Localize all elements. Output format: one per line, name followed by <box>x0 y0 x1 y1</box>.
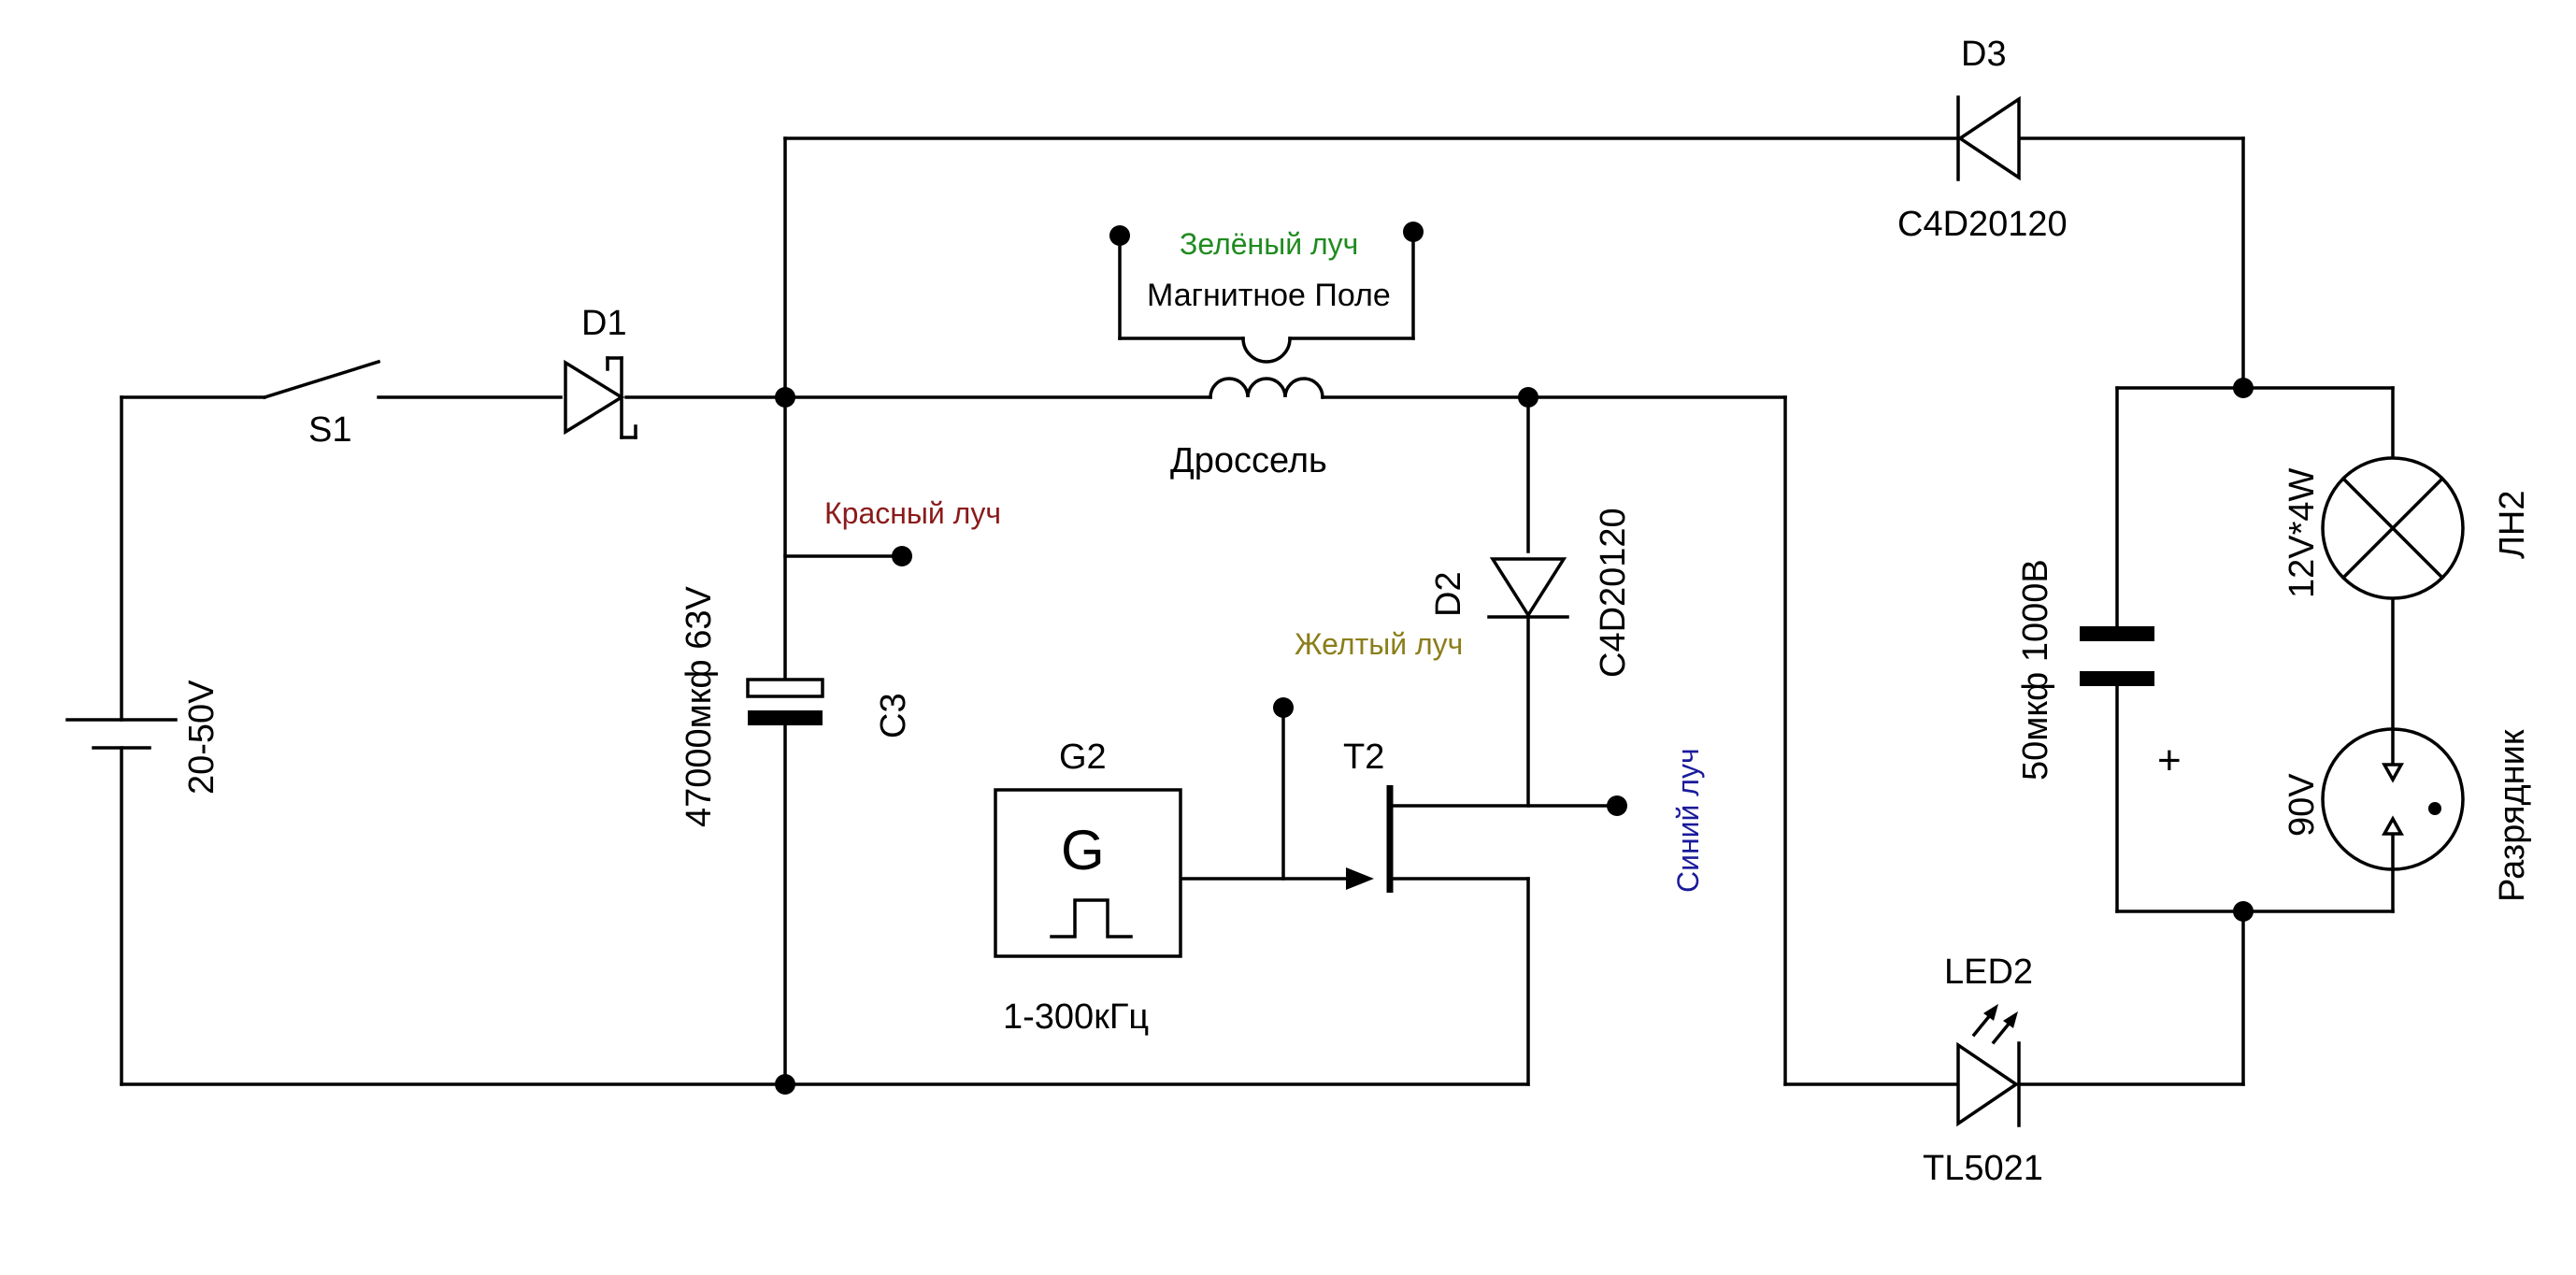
lamp-ln2: 12V*4W ЛН2 <box>2283 456 2532 600</box>
inductor-choke: Дроссель Зелёный луч Магнитное Поле <box>1147 227 1391 480</box>
red-beam-label: Красный луч <box>824 496 1001 530</box>
green-beam-terminal-left <box>1109 225 1130 246</box>
capacitor-c3-value: 47000мкф 63V <box>680 585 719 827</box>
diode-d3-label: D3 <box>1961 35 2007 74</box>
diode-d2: D2 C4D20120 <box>1429 508 1633 678</box>
spark-gap: 90V Разрядник <box>2283 727 2532 902</box>
yellow-beam-label: Желтый луч <box>1295 627 1463 661</box>
generator-g2: G G2 1-300кГц <box>994 738 1182 1037</box>
diode-d1: D1 <box>564 304 637 439</box>
magnetic-field-label: Магнитное Поле <box>1147 278 1391 313</box>
diode-d2-label: D2 <box>1429 571 1468 617</box>
beam-terminals <box>892 222 1627 816</box>
yellow-beam-terminal <box>1273 697 1294 718</box>
blue-beam-label: Синий луч <box>1671 748 1705 893</box>
spark-gap-value: 90V <box>2283 773 2322 837</box>
capacitor-c3-label: C3 <box>874 693 913 738</box>
transistor-t2-label: T2 <box>1343 738 1384 777</box>
switch-s1-label: S1 <box>308 410 351 450</box>
switch-s1: S1 <box>262 359 381 450</box>
green-beam-label: Зелёный луч <box>1180 227 1358 261</box>
choke-label: Дроссель <box>1170 441 1327 480</box>
generator-g2-label: G2 <box>1059 738 1107 777</box>
led2-part: TL5021 <box>1923 1149 2043 1188</box>
red-beam-terminal <box>892 546 912 566</box>
blue-beam-terminal <box>1607 795 1627 816</box>
wires <box>120 136 2395 1086</box>
capacitor-50uf: 50мкф 1000В + <box>2016 559 2182 783</box>
capacitor-polarity-plus: + <box>2157 738 2182 783</box>
diode-d2-part: C4D20120 <box>1594 508 1633 678</box>
diode-d3: D3 C4D20120 <box>1897 35 2068 244</box>
led2-label: LED2 <box>1944 953 2033 992</box>
pulse-icon <box>1050 898 1133 938</box>
battery-voltage: 20-50V <box>182 680 222 795</box>
led-led2: LED2 TL5021 <box>1923 953 2043 1188</box>
battery: 20-50V <box>65 680 222 795</box>
capacitor-c3: C3 47000мкф 63V Красный луч <box>680 496 1001 827</box>
transistor-t2: T2 Желтый луч Синий луч <box>1295 627 1705 893</box>
lamp-value: 12V*4W <box>2283 467 2322 598</box>
diode-d3-part: C4D20120 <box>1897 205 2068 244</box>
capacitor-50uf-value: 50мкф 1000В <box>2016 559 2055 781</box>
lamp-name: ЛН2 <box>2493 490 2532 559</box>
green-beam-terminal-right <box>1403 222 1424 242</box>
diode-d1-label: D1 <box>581 304 627 343</box>
generator-g2-frequency: 1-300кГц <box>1003 997 1149 1037</box>
junction-dots <box>775 378 2254 1095</box>
generator-symbol: G <box>1061 819 1105 881</box>
spark-gap-name: Разрядник <box>2493 729 2532 902</box>
